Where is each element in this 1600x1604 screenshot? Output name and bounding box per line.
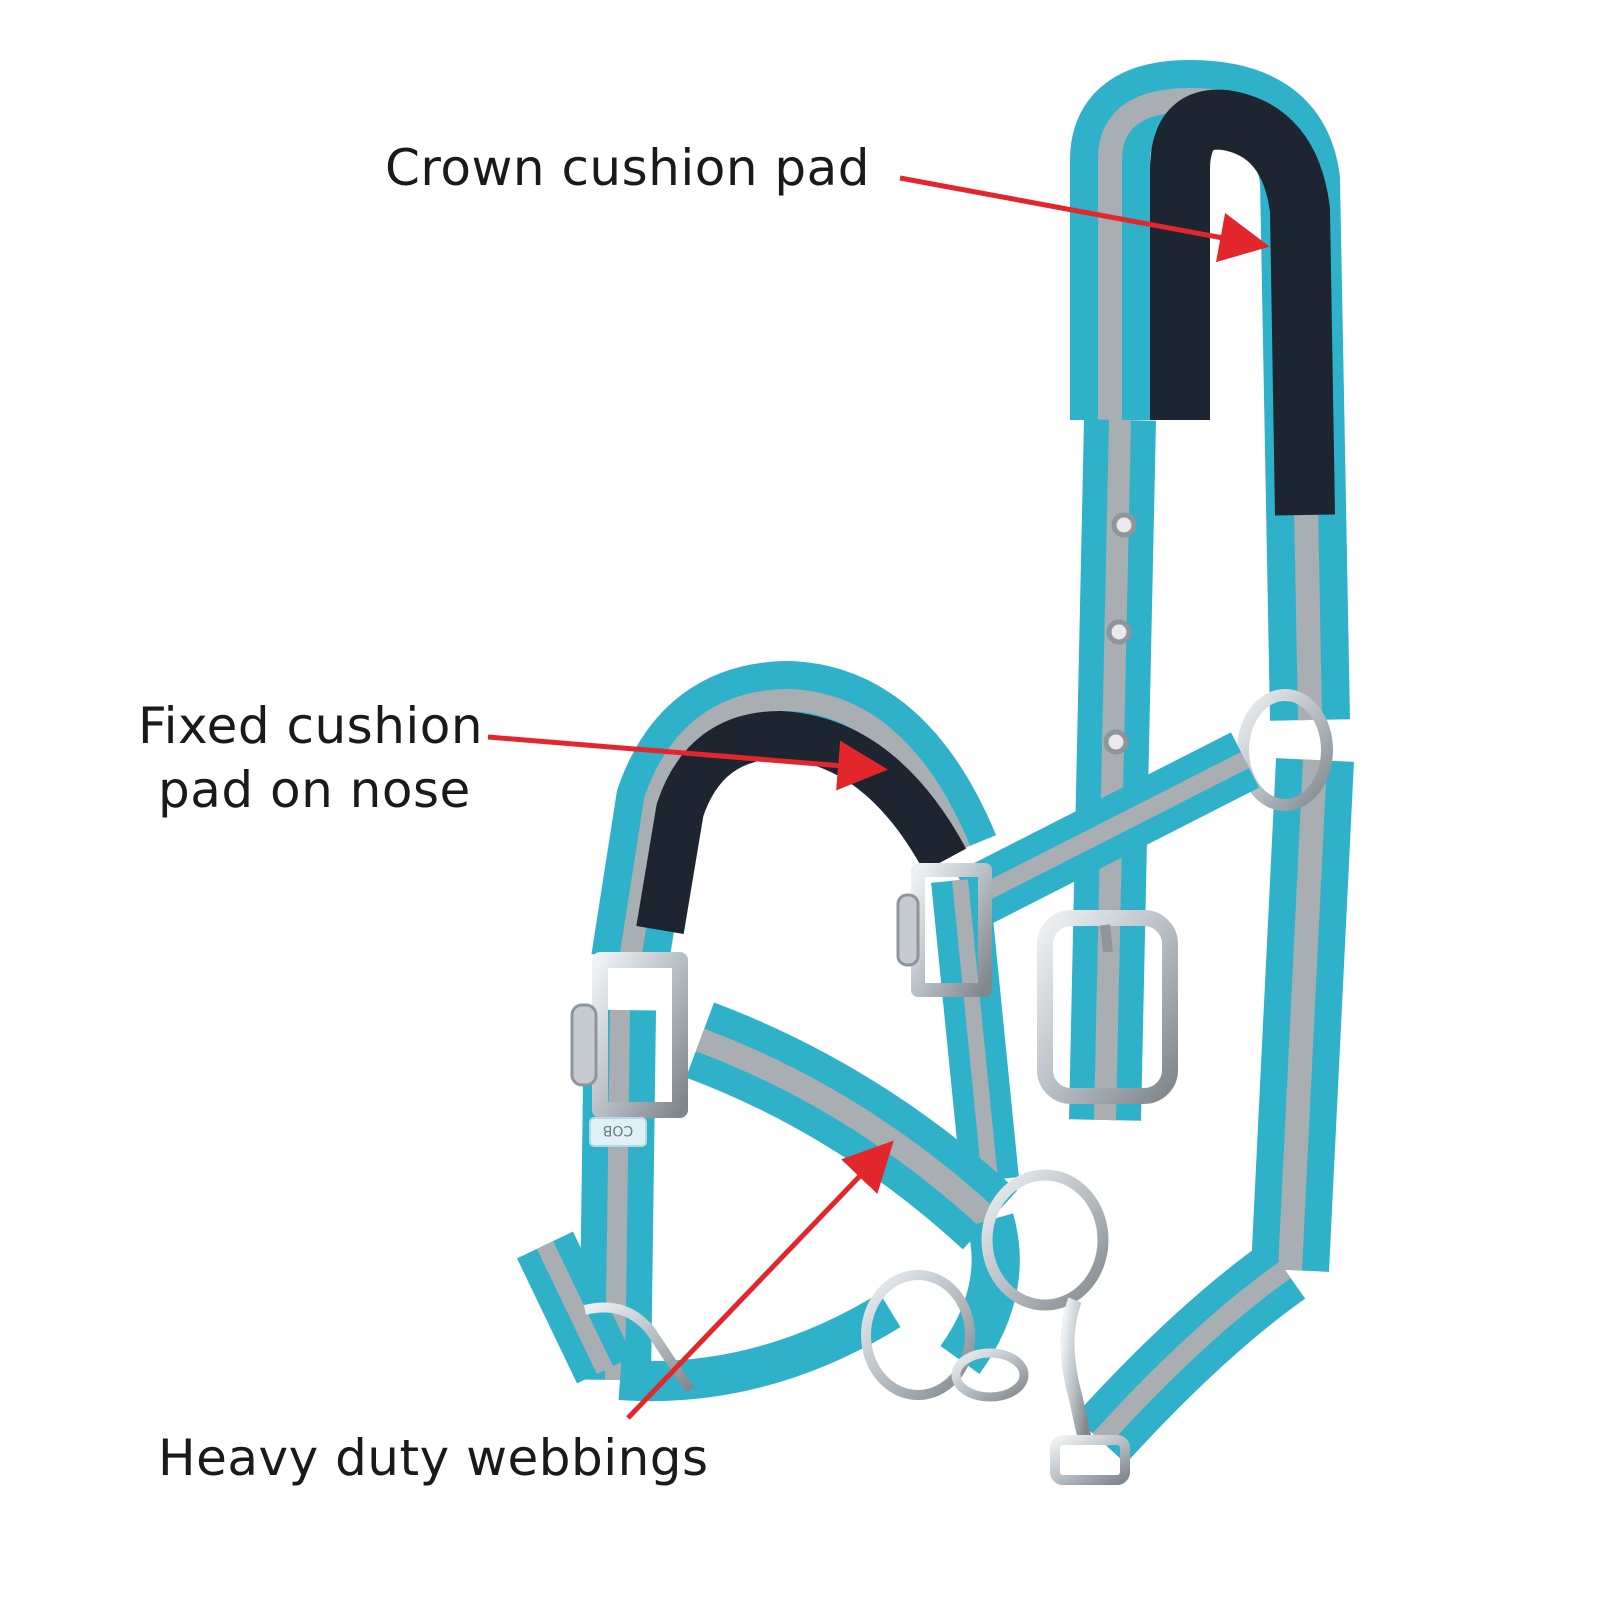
- crown-cushion-pad: [1150, 89, 1335, 516]
- label-nose-line-2: pad on nose: [158, 761, 471, 819]
- webbing-arrow: [626, 1140, 894, 1420]
- lower-left-buckle: [583, 1302, 695, 1393]
- nose-cushion-pad: [636, 710, 967, 934]
- nose-arrow: [487, 734, 888, 791]
- chin-rings: [861, 1169, 1109, 1402]
- callout-arrows: [487, 175, 1270, 1420]
- right-cheek-strap: [1074, 758, 1354, 1464]
- trigger-snap: [1050, 1297, 1130, 1485]
- strap-buckle: [1037, 910, 1178, 1104]
- throat-strap: [955, 732, 1260, 928]
- square-dee-left: [570, 952, 688, 1118]
- label-heavy-duty-webbings: Heavy duty webbings: [158, 1429, 709, 1487]
- side-ring: [1237, 689, 1333, 811]
- label-nose-line-1: Fixed cushion: [138, 697, 484, 755]
- label-fixed-cushion-pad: Fixed cushion pad on nose: [138, 694, 483, 822]
- size-tag-text: COB: [603, 1122, 633, 1138]
- size-tag: COB: [589, 1117, 647, 1147]
- nose-right-strap: [931, 877, 1019, 1183]
- crown-strap: [1069, 59, 1350, 1121]
- label-crown-cushion-pad: Crown cushion pad: [385, 139, 871, 197]
- square-dee-right: [896, 863, 992, 997]
- crown-arrow: [899, 175, 1270, 263]
